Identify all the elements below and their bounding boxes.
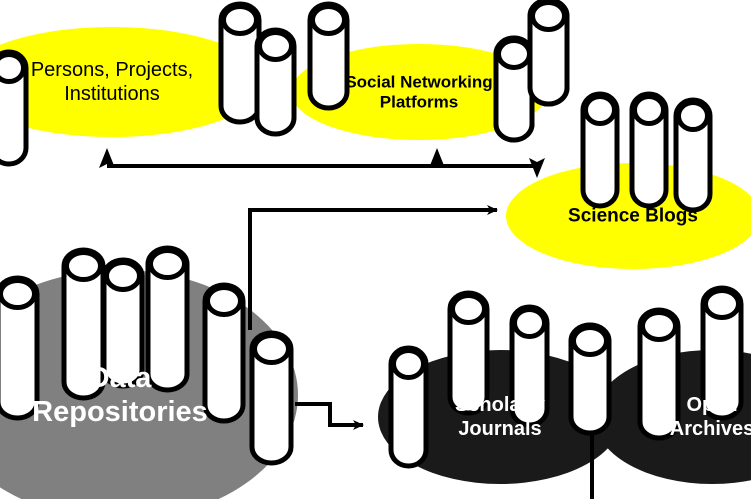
arrowhead-down-blogs	[529, 158, 545, 178]
cylinder-top-cap	[676, 100, 710, 132]
arrowhead-up-persons	[99, 148, 115, 168]
cylinder-top-cap	[632, 94, 666, 126]
cylinder-journals	[509, 304, 550, 428]
cylinder-top-cap	[221, 4, 259, 36]
cylinder-top-cap	[0, 278, 37, 310]
cylinder-repositories	[0, 275, 40, 421]
node-label-persons: Institutions	[64, 83, 160, 105]
cylinder-top-cap	[257, 30, 294, 62]
node-label-journals: Journals	[458, 418, 541, 440]
cylinder-top-cap	[571, 325, 609, 357]
connector-repositories-to-journals	[295, 402, 364, 430]
cylinder-top-cap	[703, 288, 741, 320]
label-layer: Persons, Projects,Institutions Social Net…	[31, 59, 751, 440]
node-label-archives: Archives	[670, 418, 751, 440]
cylinder-top-cap	[104, 260, 142, 292]
cylinder-overlay-layer	[493, 0, 612, 436]
cylinder-top-cap	[148, 248, 187, 280]
node-label-social: Social Networking	[345, 72, 492, 91]
cylinder-persons	[254, 27, 297, 137]
node-shape-journals[interactable]	[378, 350, 622, 484]
node-label-journals: Scholarly	[455, 394, 546, 416]
node-label-persons: Persons, Projects,	[31, 59, 193, 81]
cylinder-blogs	[629, 91, 669, 209]
cylinder-repositories	[249, 330, 294, 466]
cylinder-persons	[218, 1, 262, 125]
cylinder-top-cap	[640, 310, 678, 342]
cylinder-overlay	[493, 35, 535, 143]
cylinder-blogs	[580, 91, 620, 209]
cylinder-top-cap	[310, 4, 347, 36]
cylinder-repositories	[145, 245, 190, 393]
cylinder-top-cap	[391, 348, 426, 380]
cylinder-top-cap	[205, 285, 243, 317]
cylinder-top-cap	[512, 307, 547, 339]
node-shape-social[interactable]	[291, 44, 547, 140]
cylinder-blogs	[673, 97, 713, 213]
cylinder-top-cap	[583, 94, 617, 126]
node-shape-persons[interactable]	[0, 27, 264, 137]
cylinder-repositories	[101, 257, 145, 389]
cylinder-top-cap	[530, 0, 567, 32]
connector-repositories-to-blogs	[248, 205, 498, 330]
node-label-social: Platforms	[380, 93, 458, 112]
cylinder-archives	[637, 307, 681, 441]
cylinder-journals	[388, 345, 429, 469]
cylinder-top-cap	[496, 38, 532, 70]
cylinder-top-cap	[0, 52, 26, 84]
cylinder-social	[307, 1, 350, 111]
cylinder-top-cap	[450, 293, 487, 325]
cylinder-overlay	[527, 0, 570, 107]
cylinder-overlay	[568, 322, 612, 436]
node-label-repositories: Data	[89, 362, 153, 394]
cylinder-top-cap	[252, 333, 291, 365]
connector-layer	[99, 148, 594, 499]
cylinder-top-cap	[64, 250, 103, 282]
cylinder-journals	[447, 290, 490, 416]
cylinder-repositories	[202, 282, 246, 424]
cylinder-persons	[0, 49, 29, 167]
cylinder-archives	[700, 285, 744, 421]
node-label-archives: Open	[686, 394, 737, 416]
node-label-blogs: Science Blogs	[568, 206, 698, 227]
arrowhead-up-social	[429, 148, 445, 168]
node-label-repositories: Repositories	[32, 396, 208, 428]
